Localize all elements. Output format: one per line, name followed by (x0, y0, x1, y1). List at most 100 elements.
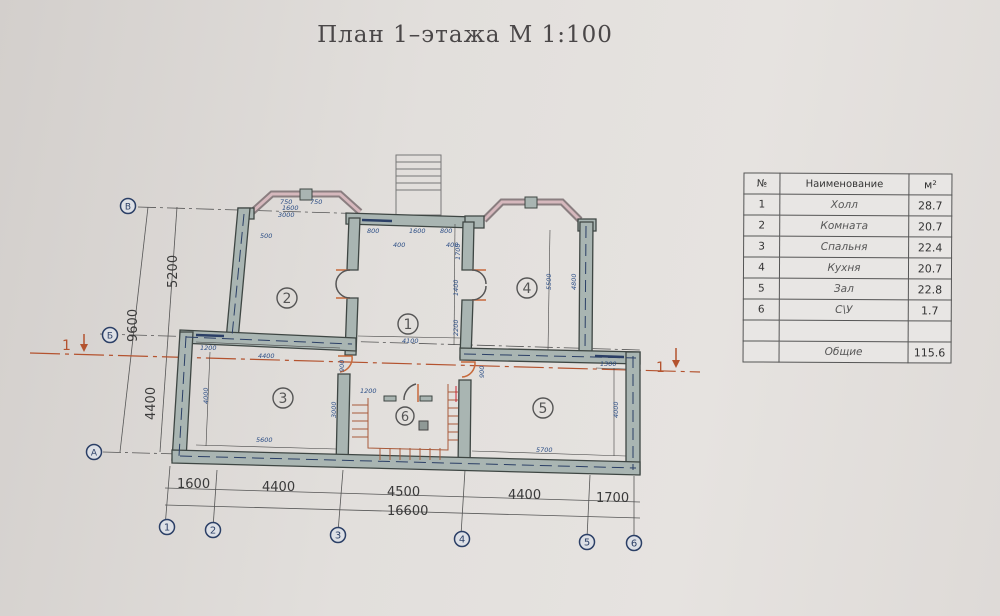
svg-text:1700: 1700 (454, 243, 462, 260)
svg-text:3000: 3000 (330, 401, 338, 418)
porch-steps (395, 154, 442, 216)
row-name: Зал (779, 278, 909, 300)
table-row: 2 Комната 20.7 (743, 214, 952, 238)
svg-text:9600: 9600 (126, 309, 141, 342)
svg-text:5700: 5700 (536, 446, 553, 454)
header-area: м² (908, 173, 952, 196)
partition (419, 395, 433, 402)
svg-text:4400: 4400 (144, 387, 159, 420)
svg-text:3: 3 (279, 391, 288, 407)
svg-text:1200: 1200 (360, 387, 377, 395)
doors (335, 269, 487, 402)
svg-text:4400: 4400 (508, 488, 541, 503)
row-name: Холл (779, 194, 909, 216)
row-name: Кухня (779, 257, 909, 279)
room-schedule-table: № Наименование м² 1 Холл 28.7 2 Комната … (742, 172, 953, 364)
svg-text:4400: 4400 (258, 352, 275, 360)
table-header: № Наименование м² (743, 172, 952, 196)
svg-text:3000: 3000 (278, 211, 295, 219)
svg-text:3: 3 (335, 531, 341, 542)
table-total-row: Общие 115.6 (743, 340, 952, 364)
table-row: 1 Холл 28.7 (743, 193, 952, 217)
svg-text:800: 800 (440, 227, 452, 235)
svg-text:6: 6 (631, 539, 637, 550)
svg-text:400: 400 (393, 241, 405, 249)
row-no: 6 (743, 298, 780, 321)
row-area: 22.4 (908, 236, 952, 259)
svg-text:4000: 4000 (612, 401, 620, 418)
interior-dim-lines (195, 223, 627, 457)
svg-text:1400: 1400 (452, 279, 460, 296)
svg-text:5500: 5500 (545, 273, 553, 290)
svg-text:500: 500 (260, 232, 272, 240)
row-no: 3 (743, 235, 780, 258)
svg-text:2: 2 (210, 526, 216, 537)
total-label: Общие (779, 341, 909, 363)
svg-text:5200: 5200 (166, 255, 181, 288)
svg-text:16600: 16600 (387, 504, 428, 519)
svg-text:4500: 4500 (387, 485, 420, 500)
axis-markers-vertical (158, 518, 643, 552)
svg-text:4: 4 (459, 535, 465, 546)
row-no: 1 (743, 193, 780, 216)
total-area: 115.6 (908, 341, 952, 364)
row-area: 20.7 (908, 215, 952, 238)
axis-labels-horizontal: В Б А (91, 203, 131, 459)
room-numbers: 1 2 3 4 5 6 (279, 281, 548, 425)
axis-markers-horizontal (85, 197, 137, 461)
svg-text:1300: 1300 (600, 360, 617, 368)
row-name: Комната (779, 215, 909, 237)
svg-text:900: 900 (338, 360, 346, 372)
svg-text:4: 4 (523, 281, 532, 297)
row-area: 1.7 (908, 299, 952, 322)
windows (195, 218, 625, 359)
row-name (779, 320, 909, 342)
svg-text:1700: 1700 (596, 491, 629, 506)
svg-text:5: 5 (539, 401, 548, 417)
svg-text:6: 6 (401, 410, 409, 425)
svg-text:А: А (91, 449, 98, 459)
svg-text:4100: 4100 (402, 337, 419, 345)
room-markers (272, 277, 554, 426)
svg-text:2200: 2200 (452, 319, 460, 336)
axis-labels-vertical: 1 2 3 4 5 6 (164, 523, 637, 550)
svg-text:5600: 5600 (256, 436, 273, 444)
svg-text:4000: 4000 (202, 387, 210, 404)
row-area: 28.7 (908, 194, 952, 217)
svg-text:4400: 4400 (262, 480, 295, 495)
row-no: 4 (743, 256, 780, 279)
header-no: № (743, 172, 780, 195)
row-area (908, 320, 952, 343)
svg-text:5: 5 (584, 538, 590, 549)
chimney (418, 420, 429, 431)
svg-text:1600: 1600 (409, 227, 426, 235)
svg-text:1600: 1600 (177, 477, 210, 492)
svg-text:750: 750 (280, 198, 292, 206)
total-no (743, 340, 780, 363)
left-dims: 5200 4400 9600 (126, 255, 181, 420)
svg-text:2: 2 (283, 291, 292, 307)
svg-text:1200: 1200 (200, 344, 217, 352)
row-no: 5 (743, 277, 780, 300)
svg-text:4800: 4800 (570, 273, 578, 290)
table-row: 3 Спальня 22.4 (743, 235, 952, 259)
svg-text:750: 750 (310, 198, 322, 206)
svg-text:1: 1 (62, 338, 71, 354)
row-no: 2 (743, 214, 780, 237)
svg-text:800: 800 (367, 227, 379, 235)
partition (383, 395, 397, 402)
svg-text:1600: 1600 (282, 204, 299, 212)
bottom-dims: 1600 4400 4500 4400 1700 16600 (177, 477, 629, 519)
table-row: 6 С\У 1.7 (743, 298, 952, 322)
svg-text:1: 1 (164, 523, 170, 534)
svg-text:1: 1 (656, 360, 665, 376)
svg-text:Б: Б (107, 332, 113, 342)
interior-dims: 4100 4400 1200 5600 5700 1300 1200 500 3… (200, 198, 620, 454)
row-no (743, 319, 780, 342)
staircase (352, 384, 458, 460)
row-area: 22.8 (908, 278, 952, 301)
bay-window-right (481, 196, 583, 223)
section-line: 1 1 (29, 334, 701, 376)
